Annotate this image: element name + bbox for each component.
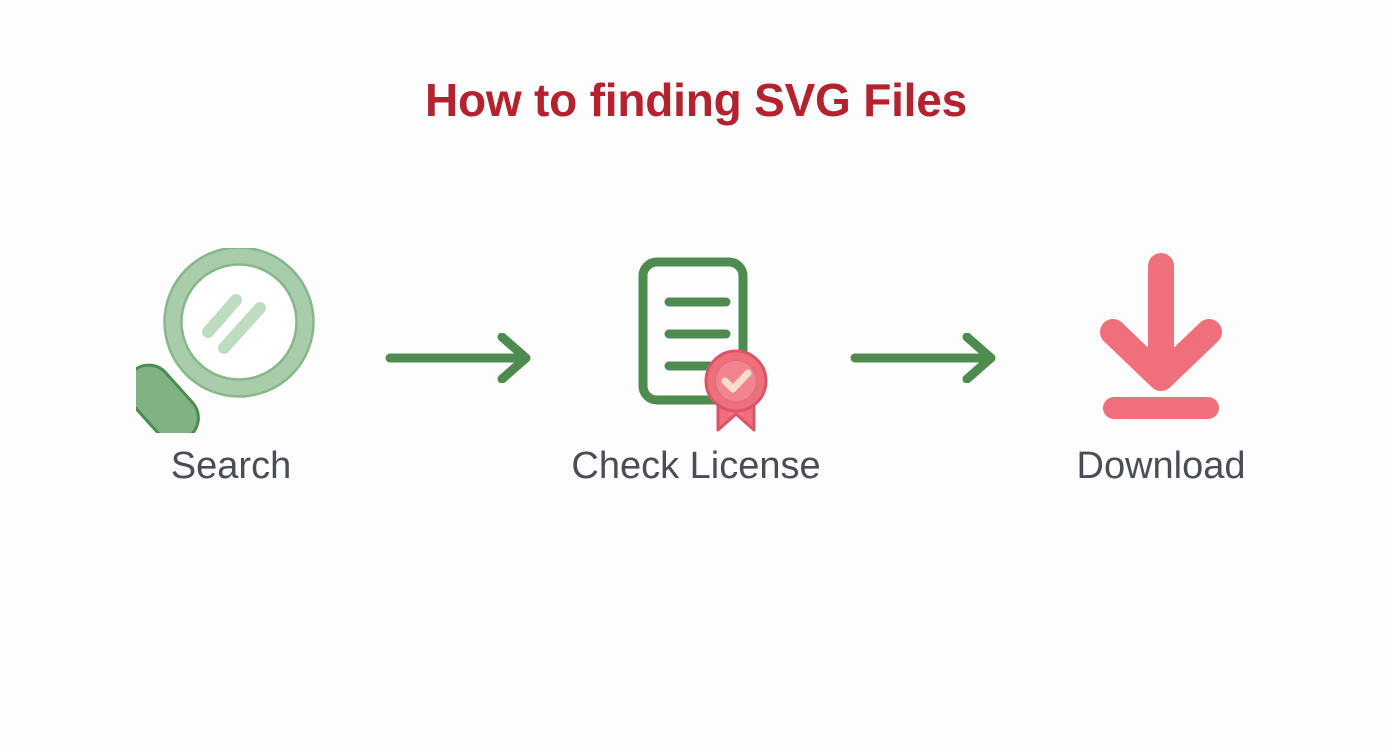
flow-step-label-download: Download (1076, 445, 1246, 487)
document-certificate-icon (596, 250, 796, 431)
flow-step-download[interactable]: Download (1026, 250, 1296, 488)
flow-step-label-check-license: Check License (571, 445, 821, 487)
flow-step-check-license[interactable]: Check License (561, 250, 831, 488)
flow-step-search[interactable]: Search (96, 247, 366, 488)
magnifying-glass-icon (131, 247, 331, 433)
arrow-right-icon-1 (369, 268, 559, 448)
arrow-right-icon-2 (834, 268, 1024, 448)
process-flow: Search (96, 247, 1296, 510)
download-arrow-icon (1061, 250, 1261, 430)
flow-step-label-search: Search (170, 445, 292, 487)
page-title: How to finding SVG Files (424, 74, 968, 126)
